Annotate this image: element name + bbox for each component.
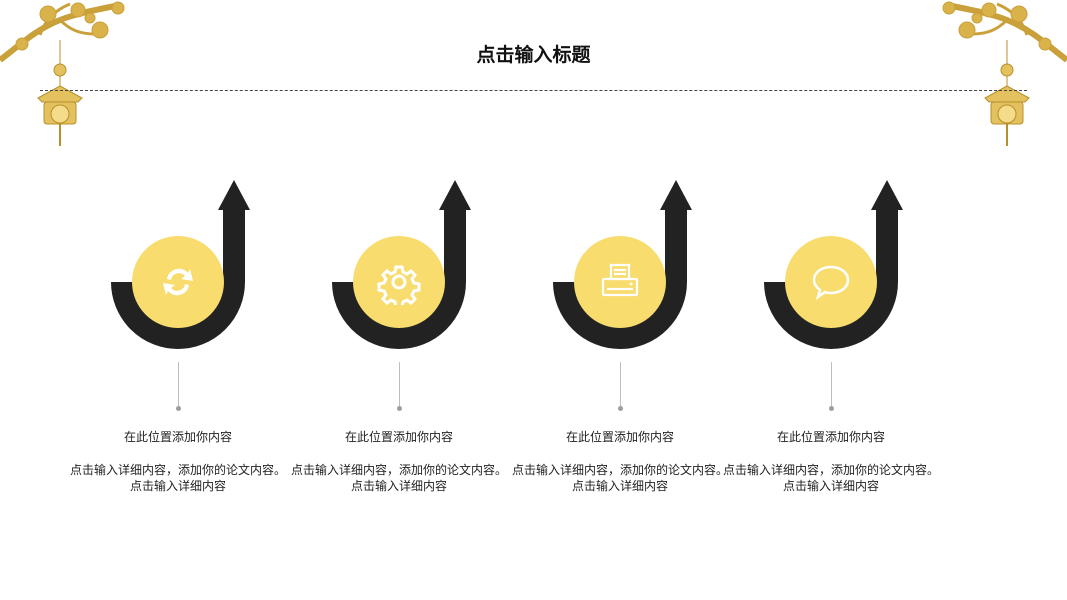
step-title[interactable]: 在此位置添加你内容 — [68, 428, 288, 445]
step-description[interactable]: 点击输入详细内容，添加你的论文内容。点击输入详细内容 — [721, 462, 941, 494]
title-divider — [40, 90, 1027, 91]
process-step: 在此位置添加你内容 点击输入详细内容，添加你的论文内容。点击输入详细内容 — [289, 170, 509, 510]
step-description[interactable]: 点击输入详细内容，添加你的论文内容。点击输入详细内容 — [289, 462, 509, 494]
step-description[interactable]: 点击输入详细内容，添加你的论文内容。点击输入详细内容 — [510, 462, 730, 494]
step-title[interactable]: 在此位置添加你内容 — [510, 428, 730, 445]
connector-line — [178, 362, 179, 406]
step-icon-circle — [785, 236, 877, 328]
step-title[interactable]: 在此位置添加你内容 — [289, 428, 509, 445]
refresh-icon — [155, 259, 201, 305]
page-title[interactable]: 点击输入标题 — [0, 40, 1067, 67]
plum-blossom-ornament-right — [927, 0, 1067, 150]
process-step: 在此位置添加你内容 点击输入详细内容，添加你的论文内容。点击输入详细内容 — [68, 170, 288, 510]
connector-dot — [829, 406, 834, 411]
step-title[interactable]: 在此位置添加你内容 — [721, 428, 941, 445]
printer-icon — [597, 259, 643, 305]
step-icon-circle — [353, 236, 445, 328]
connector-dot — [176, 406, 181, 411]
connector-dot — [618, 406, 623, 411]
plum-blossom-ornament-left — [0, 0, 140, 150]
chat-bubble-icon — [808, 259, 854, 305]
process-step: 在此位置添加你内容 点击输入详细内容，添加你的论文内容。点击输入详细内容 — [510, 170, 730, 510]
step-icon-circle — [574, 236, 666, 328]
connector-line — [399, 362, 400, 406]
process-step: 在此位置添加你内容 点击输入详细内容，添加你的论文内容。点击输入详细内容 — [721, 170, 941, 510]
step-icon-circle — [132, 236, 224, 328]
connector-line — [831, 362, 832, 406]
gear-icon — [376, 259, 422, 305]
connector-dot — [397, 406, 402, 411]
connector-line — [620, 362, 621, 406]
step-description[interactable]: 点击输入详细内容，添加你的论文内容。点击输入详细内容 — [68, 462, 288, 494]
